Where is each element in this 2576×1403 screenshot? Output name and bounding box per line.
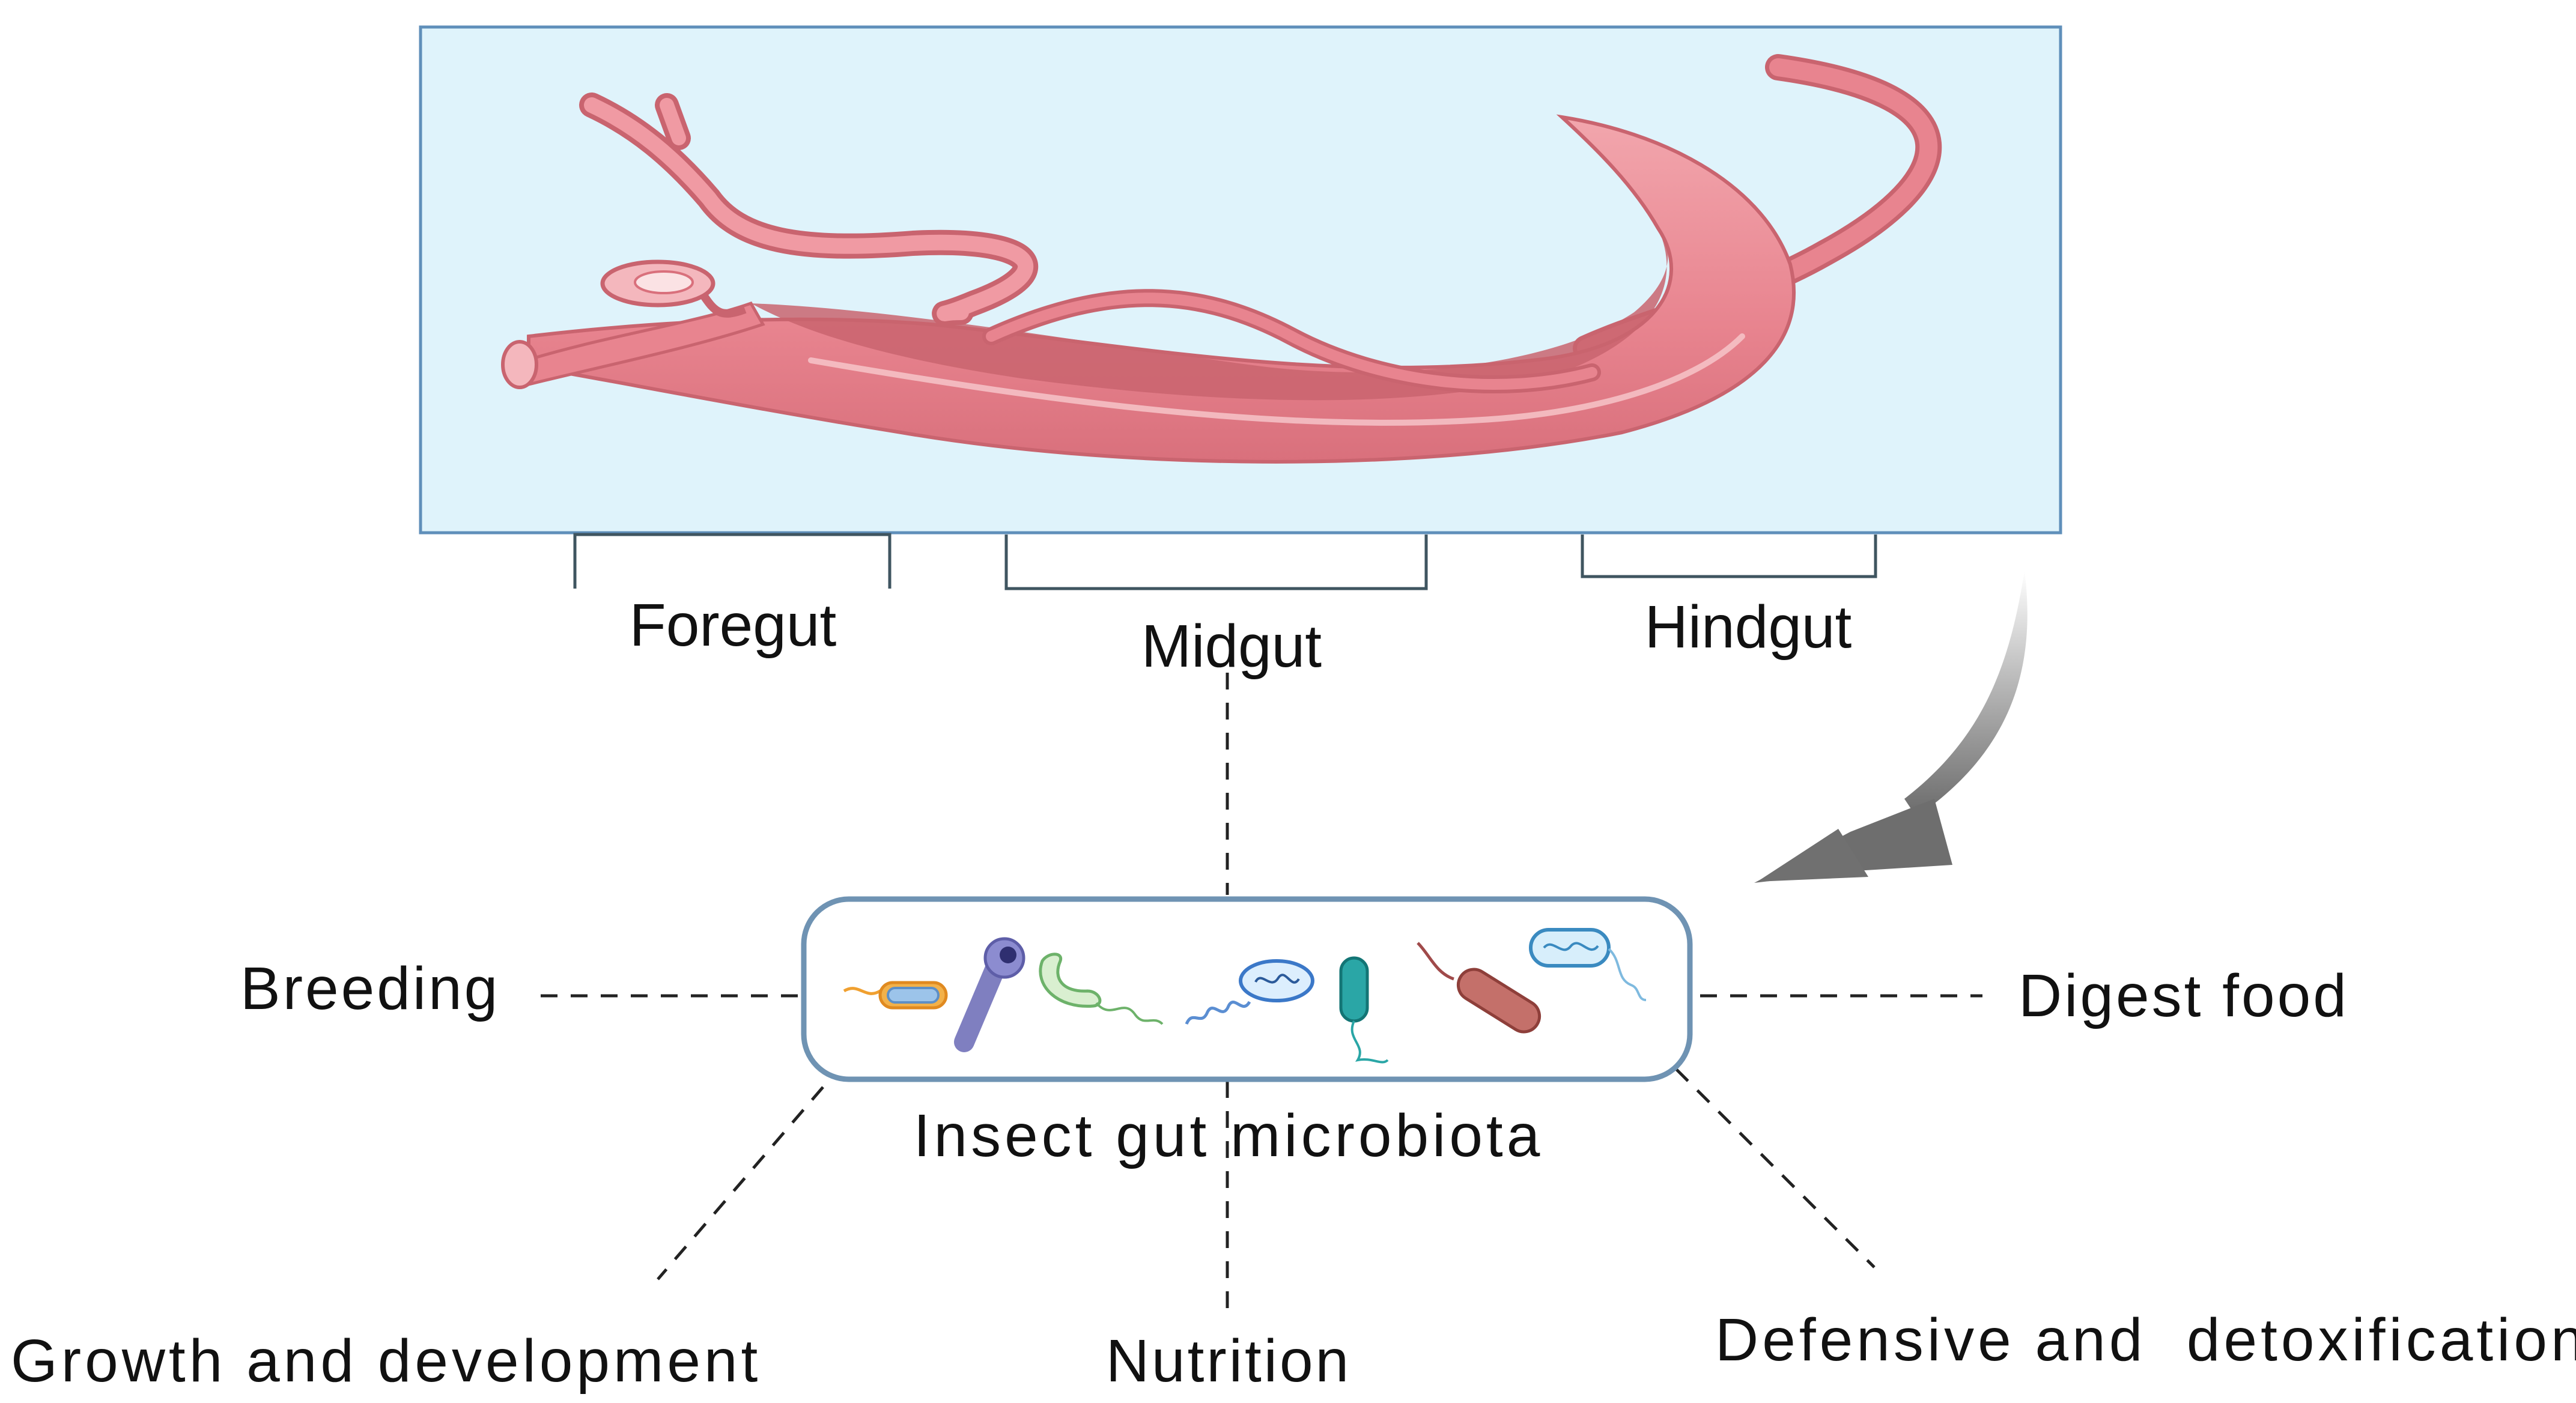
bacterium-vibrio-icon xyxy=(1039,953,1164,1025)
insect-gut-illustration xyxy=(501,54,1942,464)
connector-defense xyxy=(1675,1068,1876,1268)
bacterium-hairy-rod-icon xyxy=(1417,942,1542,1034)
bacterium-rod-icon xyxy=(843,981,948,1010)
digest-food-label: Digest food xyxy=(2019,962,2349,1029)
bacterium-club-icon xyxy=(954,937,1025,1052)
curved-arrow-icon xyxy=(1754,571,2028,883)
midgut-label: Midgut xyxy=(1141,613,1322,680)
foregut-label: Foregut xyxy=(630,592,837,659)
hindgut-bracket xyxy=(1581,535,1877,578)
foregut-bracket xyxy=(573,533,892,589)
microbiota-label: Insect gut microbiota xyxy=(914,1102,1544,1169)
nutrition-label: Nutrition xyxy=(1106,1327,1351,1395)
midgut-bracket xyxy=(1004,535,1428,590)
bacterium-spiral-icon xyxy=(1185,959,1314,1025)
bacteria-icons xyxy=(843,928,1647,1064)
breeding-label: Breeding xyxy=(240,955,500,1022)
connector-growth xyxy=(657,1086,824,1280)
bacterium-capsule-icon xyxy=(1529,928,1647,1001)
defense-label: Defensive and detoxification xyxy=(1715,1306,2576,1374)
bacterium-teal-rod-icon xyxy=(1339,956,1389,1064)
growth-label: Growth and development xyxy=(11,1327,761,1395)
hindgut-label: Hindgut xyxy=(1645,593,1852,661)
